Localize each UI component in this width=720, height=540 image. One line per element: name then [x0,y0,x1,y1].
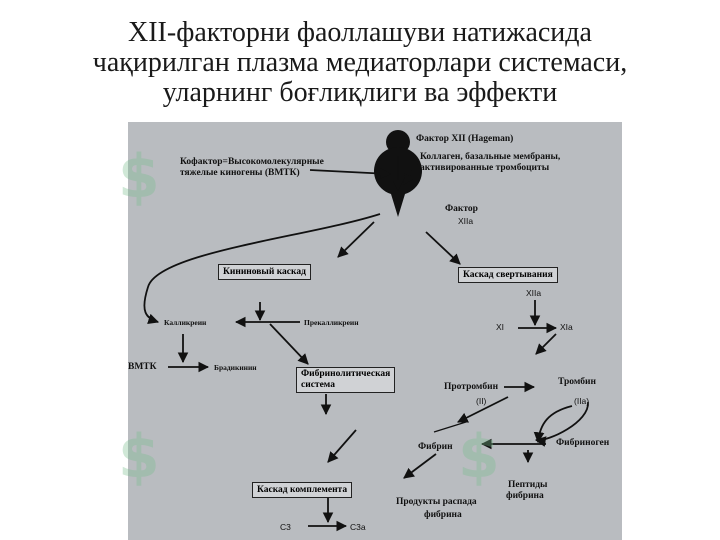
watermark-glyph-2: $ [118,422,160,492]
fibrin-label: Фибрин [418,442,453,452]
diagram-panel: $ $ $ Фактор XII (Hageman) Коллаген, баз… [118,122,622,540]
diagram-arrows [143,130,589,532]
title-line-2: чақирилган плазма медиаторлари системаси… [92,47,628,78]
prothrombin-label: Протромбин [444,382,499,392]
xia-label: XIa [560,322,573,332]
xiia-label: XIIa [526,288,542,298]
thrombin-code: (IIa) [574,396,590,406]
cofactor-label-2: тяжелые киногены (ВМТК) [180,168,300,178]
prekallikrein-label: Прекалликреин [304,318,359,327]
peptides-label: Пептиды [508,480,548,490]
complement-box: Каскад комплемента [252,482,353,498]
slide-title: XII-факторни фаоллашуви натижасида чақир… [0,18,720,108]
factor-xiia-code: XIIa [458,216,474,226]
fibrinolytic-label-2: система [301,380,335,390]
degradation-label-2: фибрина [424,510,462,520]
bradykinin-label: Брадикинин [214,363,257,372]
watermark-glyph-1: $ [118,142,160,212]
factor-xii-label: Фактор XII (Hageman) [416,134,514,144]
collagen-label: Коллаген, базальные мембраны, [420,152,561,162]
kinin-cascade-box: Кининовый каскад [218,264,311,280]
title-line-1: XII-факторни фаоллашуви натижасида [128,17,592,48]
fibrinogen-label: Фибриноген [556,438,610,448]
c3-label: C3 [280,522,291,532]
peptides-label-2: фибрина [506,491,544,501]
title-line-3: уларнинг боғлиқлиги ва эффекти [162,77,558,108]
thrombin-label: Тромбин [558,377,596,387]
cofactor-label: Кофактор=Высокомолекулярные [180,157,324,167]
fibrinolytic-box: Фибринолитическая система [296,367,396,393]
collagen-label-2: активированные тромбоциты [420,163,550,173]
vmtk-label: ВМТК [128,362,157,372]
fibrinolytic-label: Фибринолитическая [301,369,391,379]
factor-xiia-label: Фактор [445,204,478,214]
coag-cascade-box: Каскад свертывания [458,267,558,283]
degradation-label: Продукты распада [396,497,477,507]
c3a-label: C3a [350,522,366,532]
prothrombin-code: (II) [476,396,487,406]
xi-label: XI [496,322,505,332]
kallikrein-label: Калликреин [164,318,207,327]
watermark-glyph-3: $ [458,422,500,492]
